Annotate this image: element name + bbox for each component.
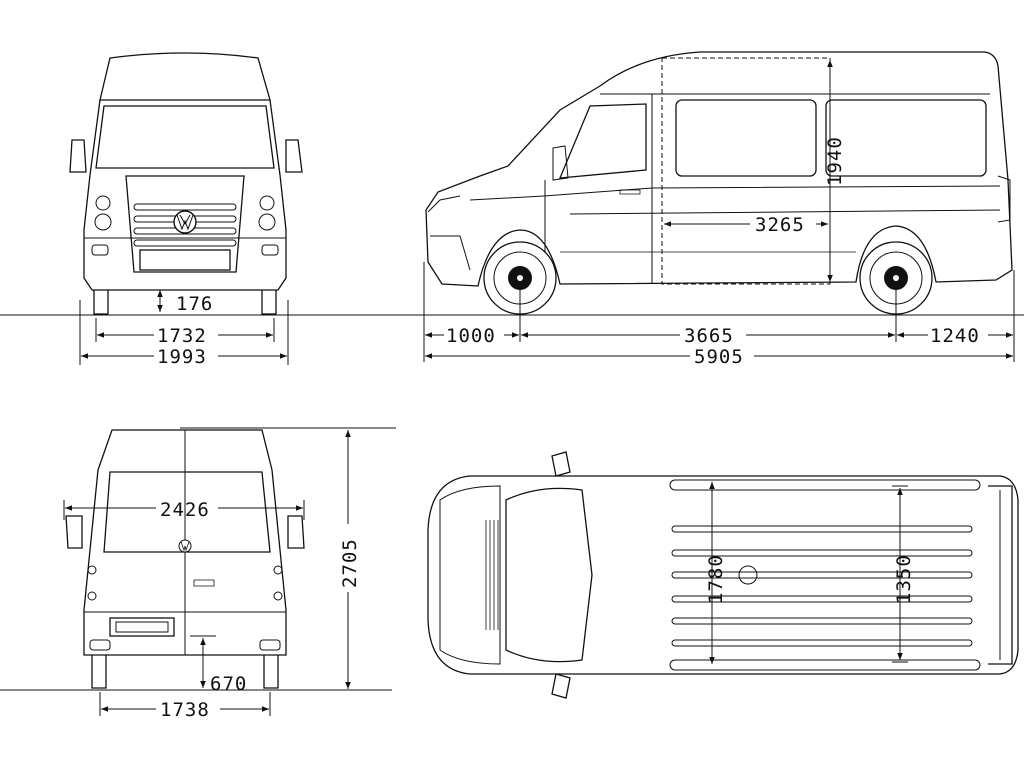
top-roof-rails — [669, 479, 981, 671]
top-right-mirror — [551, 673, 571, 699]
side-cargo-outline — [661, 57, 831, 285]
top-view: 1780 1350 — [427, 451, 1019, 699]
top-hood — [439, 485, 501, 665]
front-view: 176 1732 1993 — [0, 52, 420, 368]
rear-body-outline — [83, 429, 287, 656]
rear-tail-lights — [87, 565, 283, 651]
top-rear-doors — [988, 485, 1013, 665]
top-arch-width-label: 1350 — [893, 554, 915, 604]
rear-right-mirror — [287, 515, 305, 549]
side-view: 1940 3265 1000 3665 1240 5905 — [420, 51, 1024, 368]
side-character-line — [569, 209, 1001, 215]
rear-right-wheel — [263, 655, 279, 689]
side-rear-overhang-label: 1240 — [930, 325, 980, 347]
top-cargo-width-label: 1780 — [705, 554, 727, 604]
side-headlight — [427, 195, 461, 213]
front-left-mirror — [69, 139, 87, 173]
front-ground-clearance-label: 176 — [176, 293, 213, 315]
side-window-rear — [825, 99, 987, 177]
front-right-wheel — [261, 290, 277, 315]
side-window-middle — [675, 99, 817, 177]
front-bumper — [84, 237, 286, 256]
side-door-handle — [619, 189, 641, 195]
top-left-mirror — [551, 451, 571, 477]
front-track-label: 1732 — [157, 325, 207, 347]
front-right-mirror — [285, 139, 303, 173]
top-body-outline — [427, 475, 1019, 675]
side-cargo-length-label: 3265 — [755, 214, 805, 236]
rear-door-handle — [193, 579, 215, 587]
rear-load-sill-label: 670 — [210, 673, 247, 695]
top-hood-vents — [485, 520, 499, 630]
rear-left-mirror — [65, 515, 83, 549]
front-overall-width-label: 1993 — [157, 346, 207, 368]
rear-vw-logo-icon — [178, 539, 192, 553]
side-front-bumper — [430, 235, 471, 271]
top-windshield — [505, 487, 593, 663]
rear-license-plate-inner — [115, 621, 169, 633]
rear-track-label: 1738 — [160, 699, 210, 721]
side-wheelbase-label: 3665 — [684, 325, 734, 347]
front-grille-frame — [125, 175, 245, 273]
side-tail-light — [997, 175, 1011, 223]
rear-mirror-width-label: 2426 — [160, 499, 210, 521]
front-high-roof — [99, 52, 271, 101]
side-overall-length-label: 5905 — [694, 346, 744, 368]
side-belt-line — [469, 185, 1001, 201]
rear-left-wheel — [91, 655, 107, 689]
rear-view: 2426 2705 670 1738 — [0, 427, 396, 721]
side-rear-wheel — [859, 241, 933, 315]
front-body-outline — [83, 99, 287, 291]
rear-license-plate — [109, 617, 175, 637]
front-lower-intake — [139, 249, 231, 271]
front-left-wheel — [93, 290, 109, 315]
rear-window — [103, 471, 271, 553]
front-headlights — [94, 195, 276, 231]
side-cargo-height-label: 1940 — [824, 136, 846, 186]
side-mirror — [552, 145, 569, 181]
rear-overall-height-label: 2705 — [339, 538, 361, 588]
front-windshield — [95, 105, 275, 169]
vw-logo-icon — [173, 210, 197, 234]
side-body-outline — [425, 51, 1013, 287]
top-roof-vent-icon — [738, 565, 758, 585]
side-front-overhang-label: 1000 — [446, 325, 496, 347]
side-front-window — [558, 103, 647, 179]
